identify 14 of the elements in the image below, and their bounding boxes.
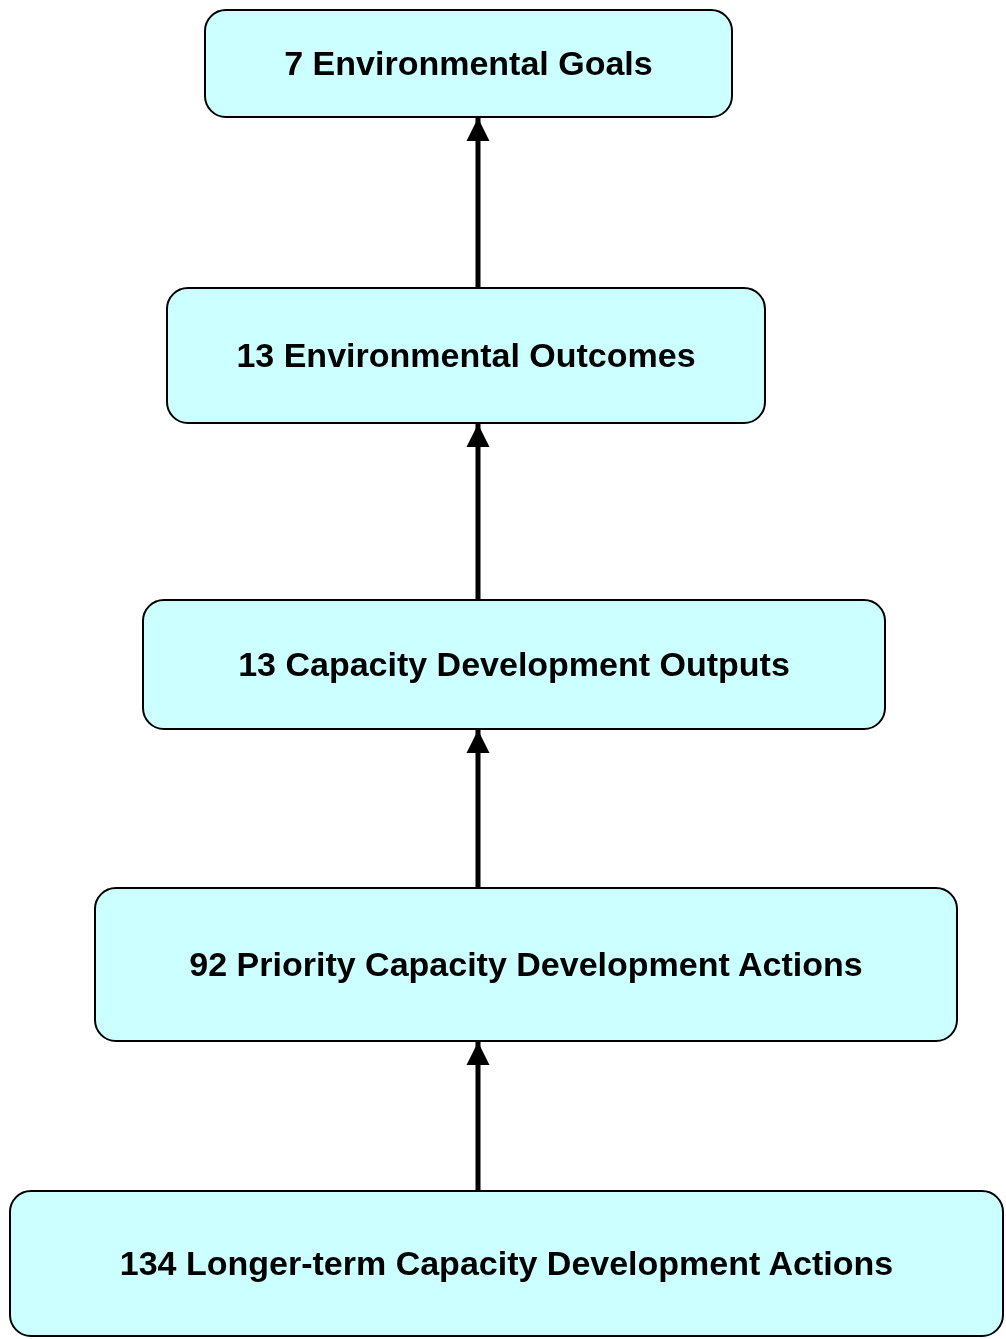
process-box	[142, 599, 886, 730]
process-box	[204, 9, 733, 118]
box-label: 13 Environmental Outcomes	[236, 336, 696, 375]
process-box	[166, 287, 766, 424]
box-label: 13 Capacity Development Outputs	[238, 645, 790, 684]
box-label: 134 Longer-term Capacity Development Actions	[119, 1244, 894, 1283]
box-label: 7 Environmental Goals	[284, 44, 653, 83]
arrow	[466, 730, 490, 887]
box-label: 92 Priority Capacity Development Actions	[189, 945, 863, 984]
process-box	[9, 1190, 1004, 1337]
arrow	[466, 1042, 490, 1190]
arrow	[466, 424, 490, 599]
process-box	[94, 887, 958, 1042]
arrow	[466, 118, 490, 287]
